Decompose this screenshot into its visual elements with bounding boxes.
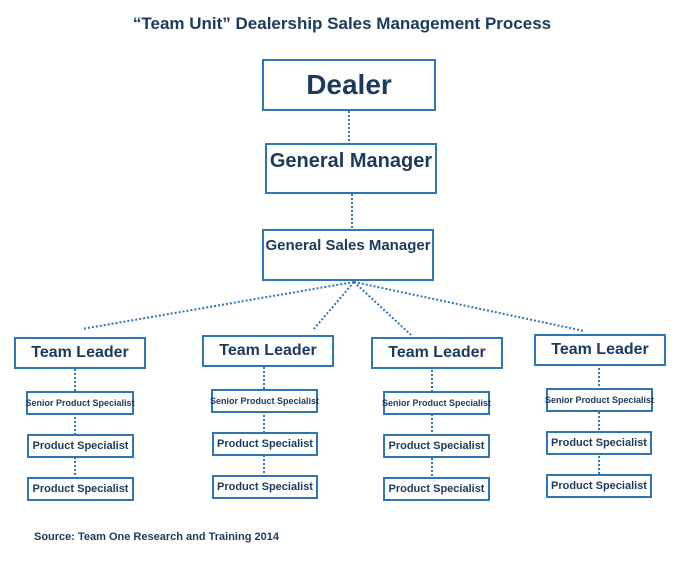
team-leader-box: Team Leader xyxy=(202,335,334,367)
diagram-title: “Team Unit” Dealership Sales Management … xyxy=(132,14,552,33)
source-caption: Source: Team One Research and Training 2… xyxy=(34,531,279,543)
connector-gsm-team4 xyxy=(353,281,585,332)
product-specialist-box: Product Specialist xyxy=(212,475,318,499)
product-specialist-box: Product Specialist xyxy=(383,477,490,501)
senior-product-specialist-box: Senior Product Specialist xyxy=(25,391,135,415)
product-specialist-box: Product Specialist xyxy=(27,434,134,458)
team-leader-box: Team Leader xyxy=(534,334,666,366)
connector-gsm-team2 xyxy=(312,281,355,331)
team-leader-box: Team Leader xyxy=(14,337,146,369)
senior-product-specialist-box: Senior Product Specialist xyxy=(382,391,491,415)
connector-gsm-team1 xyxy=(81,281,355,330)
connector-gsm-team3 xyxy=(353,281,412,336)
product-specialist-box: Product Specialist xyxy=(27,477,134,501)
product-specialist-box: Product Specialist xyxy=(212,432,318,456)
product-specialist-box: Product Specialist xyxy=(546,474,652,498)
dealer-box: Dealer xyxy=(262,59,436,111)
product-specialist-box: Product Specialist xyxy=(546,431,652,455)
product-specialist-box: Product Specialist xyxy=(383,434,490,458)
senior-product-specialist-box: Senior Product Specialist xyxy=(210,389,319,413)
general-sales-manager-box: General Sales Manager xyxy=(262,229,434,281)
general-manager-box: General Manager xyxy=(265,143,437,194)
team-leader-box: Team Leader xyxy=(371,337,503,369)
senior-product-specialist-box: Senior Product Specialist xyxy=(545,388,654,412)
